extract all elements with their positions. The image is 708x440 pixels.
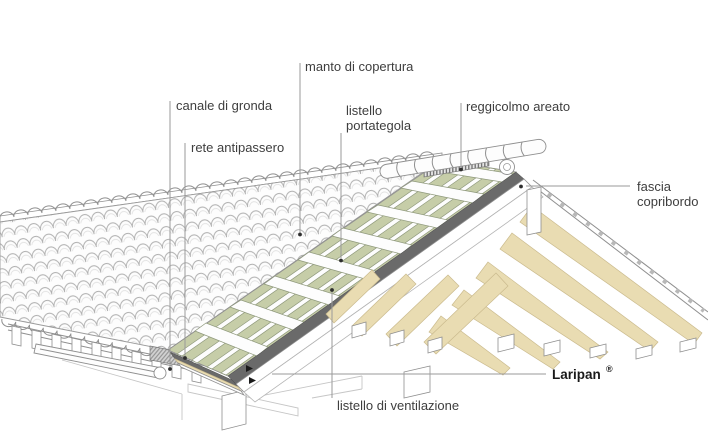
label-rete-antipassero: rete antipassero (191, 140, 284, 155)
label-laripan-registered-mark: ® (606, 364, 613, 374)
label-fascia-line1: fascia (637, 179, 672, 194)
ridge-tiles (379, 138, 547, 179)
tile-battens (194, 161, 514, 357)
eave-assembly (7, 323, 431, 431)
tile-roof-plane (0, 151, 443, 359)
near-slope-panels (325, 269, 509, 355)
label-fascia-line2: copribordo (637, 194, 698, 209)
label-manto-di-copertura: manto di copertura (305, 59, 414, 74)
label-listello-portategola-line1: listello (346, 103, 382, 118)
label-reggicolmo-areato: reggicolmo areato (466, 99, 570, 114)
labels: manto di copertura canale di gronda rete… (176, 59, 698, 413)
label-canale-di-gronda: canale di gronda (176, 98, 273, 113)
airflow-arrow (249, 377, 256, 384)
deck-section-cut (169, 351, 256, 396)
label-laripan-brand: Laripan (552, 367, 601, 382)
king-post (526, 186, 542, 236)
leader-lines (168, 63, 630, 398)
gable-underside (325, 179, 708, 376)
rake-tile-overhang (546, 192, 706, 313)
gutter (33, 343, 167, 380)
airflow-arrow (246, 365, 253, 372)
label-listello-portategola-line2: portategola (346, 118, 412, 133)
label-listello-di-ventilazione: listello di ventilazione (337, 398, 459, 413)
ridge-tile-scroll (499, 159, 515, 175)
deck-strip (167, 159, 518, 377)
rafter-tail-steps (351, 321, 697, 360)
wall-post (403, 365, 431, 399)
ridge-assembly (379, 138, 547, 179)
wall-post (221, 389, 247, 431)
